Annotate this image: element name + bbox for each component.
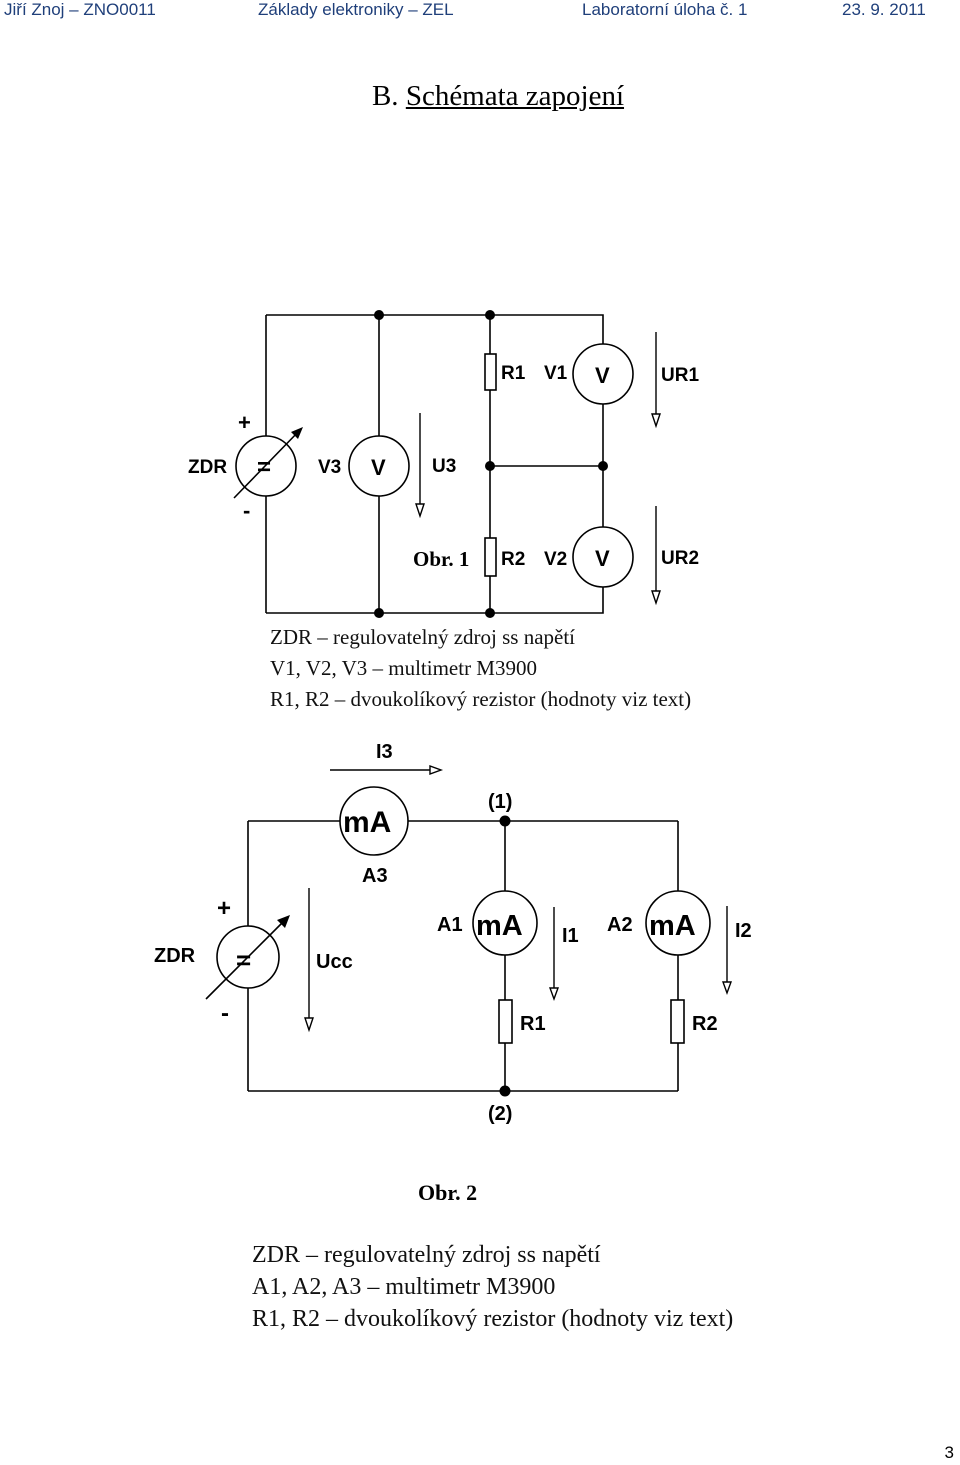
wire-top	[266, 314, 604, 345]
r2-label: R2	[501, 549, 525, 570]
ur2-label: UR2	[661, 548, 699, 569]
voltmeter-v2-symbol	[572, 526, 634, 588]
figure-2-schematic: I3 (1) mA A3 + - ZDR = Ucc A1 mA I1 A2 m…	[154, 741, 752, 1125]
node-2-label: (2)	[488, 1103, 512, 1125]
ur1-label: UR1	[661, 365, 699, 386]
a2-label: A2	[607, 914, 633, 936]
a1-label: A1	[437, 914, 463, 936]
section-title: B. Schémata zapojení	[0, 80, 960, 113]
v3-meter-text: V	[371, 455, 386, 480]
resistor-r2-symbol	[484, 537, 497, 577]
header-author: Jiří Znoj – ZNO0011	[4, 0, 156, 19]
legend-2-line-1: ZDR – regulovatelný zdroj ss napětí	[252, 1242, 601, 1268]
a1-meter-text: mA	[476, 910, 523, 942]
voltmeter-v1-symbol	[572, 343, 634, 405]
v2-meter-text: V	[595, 546, 610, 571]
r1-label: R1	[501, 363, 526, 384]
node-1-label: (1)	[488, 791, 512, 813]
i2-label: I2	[735, 920, 752, 942]
r2-label-2: R2	[692, 1013, 718, 1035]
wire-bottom	[266, 585, 604, 614]
header-task: Laboratorní úloha č. 1	[582, 0, 748, 19]
resistor-r2-symbol-2	[670, 999, 685, 1044]
i3-label: I3	[376, 741, 393, 763]
resistor-r1-symbol-2	[498, 999, 513, 1044]
zdr-label: ZDR	[188, 457, 227, 478]
resistor-r1-symbol	[484, 353, 497, 391]
source-eq-symbol: =	[257, 454, 271, 481]
plus-label-2: +	[217, 895, 231, 922]
source-eq-symbol-2: =	[236, 945, 251, 975]
a3-meter-text: mA	[343, 806, 391, 839]
zdr-label-2: ZDR	[154, 945, 196, 967]
legend-2-line-3: R1, R2 – dvoukolíkový rezistor (hodnoty …	[252, 1306, 734, 1332]
figure-2-caption: Obr. 2	[418, 1180, 478, 1205]
figure-2-legend: ZDR – regulovatelný zdroj ss napětí A1, …	[252, 1239, 733, 1335]
junction-dots	[374, 310, 608, 618]
ammeter-a3-symbol	[339, 786, 409, 856]
legend-1-line-2: V1, V2, V3 – multimetr M3900	[270, 656, 537, 680]
minus-label: -	[243, 498, 250, 523]
legend-1-line-1: ZDR – regulovatelný zdroj ss napětí	[270, 625, 576, 649]
header-date: 23. 9. 2011	[842, 0, 926, 19]
junction-dots-2	[499, 815, 511, 1097]
r1-label-2: R1	[520, 1013, 546, 1035]
ammeter-a1-symbol	[472, 890, 538, 956]
v1-meter-text: V	[595, 363, 610, 388]
adjust-arrow-icon-2	[205, 918, 287, 1000]
i1-label: I1	[562, 925, 579, 947]
section-title-text: Schémata zapojení	[405, 80, 625, 112]
figure-1-schematic: ZDR + - = V3 V U3 R1 V1 V UR1 R2 V2 V UR…	[188, 310, 699, 618]
u3-label: U3	[432, 456, 456, 477]
adjust-arrow-icon	[233, 429, 301, 499]
v3-label: V3	[318, 457, 341, 478]
legend-2-line-2: A1, A2, A3 – multimetr M3900	[252, 1274, 556, 1300]
section-prefix: B.	[371, 80, 399, 112]
ammeter-a2-symbol	[645, 890, 711, 956]
a2-meter-text: mA	[649, 910, 696, 942]
v1-label: V1	[544, 363, 568, 384]
voltmeter-v3-symbol	[348, 435, 410, 497]
legend-1-line-3: R1, R2 – dvoukolíkový rezistor (hodnoty …	[270, 687, 692, 711]
minus-label-2: -	[221, 1000, 229, 1027]
plus-label: +	[238, 410, 251, 435]
ucc-label: Ucc	[316, 951, 353, 973]
a3-label: A3	[362, 865, 388, 887]
page-number: 3	[944, 1443, 954, 1462]
figure-1-caption: Obr. 1	[413, 547, 470, 571]
header-course: Základy elektroniky – ZEL	[258, 0, 454, 19]
v2-label: V2	[544, 549, 567, 570]
figure-1-legend: ZDR – regulovatelný zdroj ss napětí V1, …	[270, 622, 691, 715]
